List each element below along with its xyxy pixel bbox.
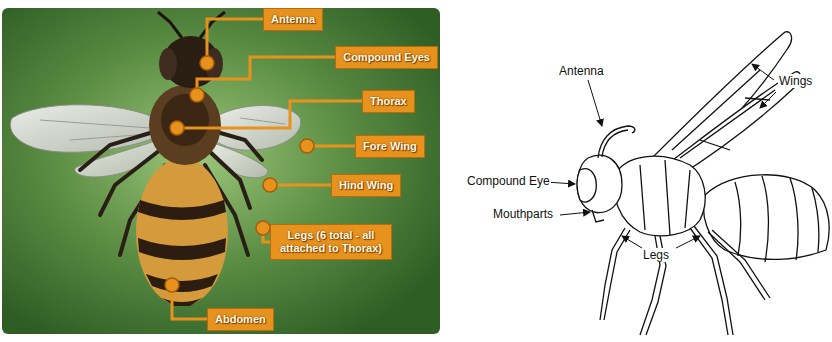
leader-lines — [172, 19, 362, 319]
abdomen-callout: Abdomen — [207, 308, 274, 331]
callout-text: Legs (6 total - all attached to Thorax) — [278, 229, 384, 255]
callout-text: Fore Wing — [363, 140, 417, 153]
bee-abdomen — [136, 158, 228, 306]
legs-callout: Legs (6 total - all attached to Thorax) — [270, 224, 392, 260]
bee-antennae — [158, 12, 225, 38]
callout-text: Antenna — [271, 13, 315, 26]
part-label: Legs — [642, 248, 670, 262]
background-panel — [2, 8, 440, 334]
callout-text: Compound Eyes — [343, 51, 430, 64]
eyes-callout: Compound Eyes — [335, 46, 438, 69]
callout-text: Hind Wing — [339, 179, 393, 192]
hindwing-callout: Hind Wing — [331, 174, 401, 197]
callout-text: Abdomen — [215, 313, 266, 326]
part-label: Wings — [778, 74, 813, 88]
bee-thorax — [149, 85, 221, 165]
antenna-callout: Antenna — [263, 8, 323, 31]
part-label: Compound Eye — [466, 174, 551, 188]
bee-thorax-top — [161, 94, 209, 146]
pointer-arrows — [546, 64, 776, 248]
thorax-callout: Thorax — [362, 90, 415, 113]
part-label: Mouthparts — [492, 207, 554, 221]
forewing-callout: Fore Wing — [355, 135, 425, 158]
bee-eye — [159, 48, 177, 80]
part-label: Antenna — [558, 64, 605, 78]
wasp-drawing — [577, 32, 829, 335]
callout-text: Thorax — [370, 95, 407, 108]
